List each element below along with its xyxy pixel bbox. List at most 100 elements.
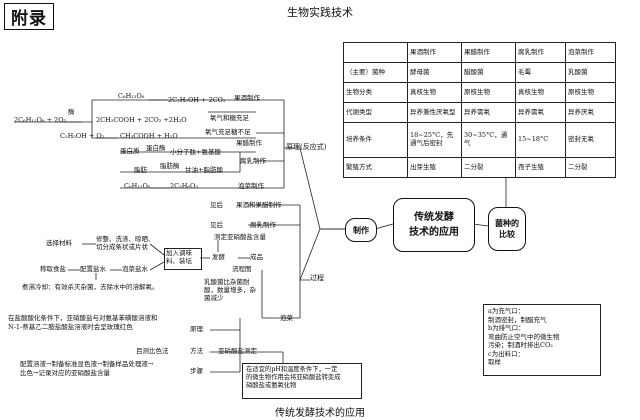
make-to-principle-line (284, 147, 345, 230)
table-cell: 繁殖方式 (343, 156, 408, 179)
table-row: 繁殖方式 出芽生殖 二分裂 孢子生殖 二分裂 (343, 156, 616, 179)
table-cell: 30~35°C，通气 (461, 122, 516, 158)
table-cell: 生物分类 (343, 82, 408, 104)
eq6-label: 泡菜制作 (238, 182, 264, 190)
table-header-cell: 果酒制作 (407, 41, 462, 64)
make-node: 制作 (345, 218, 377, 242)
port-b-desc-1: 弯曲防止空气中的微生物 (488, 332, 560, 341)
principle-label: 原理(反应式) (286, 143, 327, 151)
table-header-cell: 腐乳制作 (515, 41, 566, 64)
port-b-desc-2: 污染；制酒时排出CO₂ (488, 341, 553, 350)
prepare-brine: 配置盐水 (80, 265, 106, 273)
process-label: 过程 (310, 274, 324, 282)
table-cell: 真核生物 (515, 82, 566, 104)
central-topic-line2: 技术的应用 (409, 227, 459, 238)
table-cell: 二分裂 (565, 156, 616, 179)
add-seasoning-box (164, 248, 202, 270)
eq4-reactant: 蛋白质 (120, 147, 140, 155)
eq3-reactant: C₂H₅OH + O₂ (60, 132, 105, 140)
appendix-badge: 附录 (4, 3, 54, 30)
make-to-process-line (299, 228, 345, 281)
table-header-cell: 泡菜制作 (565, 41, 616, 64)
add-seasoning: 加入调味料、装坛 (166, 249, 192, 266)
table-row: 培养条件 18~25°C，先通气后密封 30~35°C，通气 15~18°C 密… (343, 122, 616, 158)
eq4-label: 腐乳制作 (240, 157, 266, 165)
nitrite-conversion-note: 在适宜的pH和温度条件下，一定 的微生物作用会将亚硝酸盐转变成 硝酸盐或氨氧化物 (242, 363, 362, 399)
nitrite-steps-text-1: 配置溶液→制备标准显色液→制备样品处理液→ (20, 360, 154, 368)
eq2-note: 氧气和糖充足 (210, 114, 249, 122)
table-cell: 真核生物 (407, 82, 462, 104)
eq4-enzyme: 蛋白酶 (146, 144, 166, 152)
nitrite-principle-text-1: 在盐酸酸化条件下，亚硝酸盐与对氨基苯磺酸溶液和 (8, 314, 158, 322)
table-cell: 原核生物 (461, 82, 516, 104)
port-c-desc: 取样 (488, 358, 501, 367)
strain-compare-line2: 比较 (499, 229, 515, 239)
boil-cool-note: 煮沸冷却：有效杀灭杂菌，去除水中的溶解氧。 (22, 283, 159, 291)
page-title: 生物实践技术 (287, 6, 353, 19)
nitrite-principle-label: 原理 (190, 325, 203, 333)
eq1-label: 果酒制作 (234, 94, 260, 102)
center-to-make-line (374, 223, 394, 230)
comparison-table: 果酒制作 果醋制作 腐乳制作 泡菜制作 （主要）菌种 酵母菌 醋酸菌 毛霉 乳酸… (343, 41, 616, 179)
table-header-cell: 果醋制作 (461, 41, 516, 64)
table-cell: 异养兼性厌氧型 (407, 102, 462, 124)
table-cell: （主要）菌种 (343, 62, 408, 84)
note-line-2: 的微生物作用会将亚硝酸盐转变成 (246, 374, 341, 382)
table-cell: 毛霉 (515, 62, 566, 84)
nitrite-principle-text-2: N-1-萘基乙二胺盐酸盐溶液时会呈玫瑰红色 (8, 323, 133, 331)
table-cell: 代谢类型 (343, 102, 408, 124)
eq3-label: 果醋制作 (236, 139, 262, 147)
eq2-product: 2CH₃COOH + 2CO₂ +2H₂O (96, 116, 187, 124)
table-row: （主要）菌种 酵母菌 醋酸菌 毛霉 乳酸菌 (343, 62, 616, 84)
flowchart-label: 流程图 (232, 265, 252, 273)
port-c-label: c为出料口： (488, 349, 525, 358)
lactic-acid-note: 乳酸菌比杂菌耐酸，数量增多，杂菌减少 (204, 278, 256, 303)
table-cell: 原核生物 (565, 82, 616, 104)
strain-compare-node: 菌种的 比较 (488, 207, 526, 251)
ferment-step: 发酵 (212, 253, 225, 261)
process-see-later-1: 见后 (210, 201, 223, 209)
process-wine-vinegar-label: 果酒和果醋制作 (236, 201, 282, 209)
eq5-enzyme: 脂肪酶 (160, 162, 180, 170)
table-cell: 醋酸菌 (461, 62, 516, 84)
strain-compare-line1: 菌种的 (495, 217, 519, 228)
port-b-label: b为排气口： (488, 324, 525, 333)
eq6-product: 2C₃H₆O₃ (170, 182, 198, 190)
nitrite-method-text: 目测比色法 (136, 347, 169, 355)
table-cell: 乳酸菌 (565, 62, 616, 84)
nitrite-steps-text-2: 比色→记录对应的亚硝酸盐含量 (20, 369, 110, 377)
process-sufu-label: 腐乳制作 (250, 221, 276, 229)
prep-steps: 修整、洗涤、晾晒、切分成条状或片状 (96, 235, 155, 252)
port-a-desc: 制酒密封，制醋充气 (488, 315, 547, 324)
note-line-3: 硝酸盐或氨氧化物 (246, 382, 297, 390)
eq2-reactant: 2C₆H₁₂O₆ + 2O₂ (14, 116, 67, 124)
port-a-label: a为充气口： (488, 307, 525, 315)
measure-nitrite: 测定亚硝酸盐含量 (214, 233, 266, 241)
weigh-salt: 称取食盐 (40, 265, 66, 273)
table-cell: 出芽生殖 (407, 156, 462, 179)
pickle-brine: 泡菜盐水 (122, 265, 148, 273)
note-line-1: 在适宜的pH和温度条件下，一定 (246, 366, 338, 373)
nitrite-method-label: 方法 (190, 347, 203, 355)
nitrite-steps-label: 步骤 (190, 367, 203, 375)
figure-caption: 传统发酵技术的应用 (275, 408, 365, 419)
eq2-enzyme: 酶 (68, 108, 75, 116)
table-cell: 异养需氧 (461, 102, 516, 124)
table-header-cell (343, 41, 408, 64)
eq1-product: 2C₂H₅OH + 2CO₂ (168, 96, 226, 104)
select-material: 选择材料 (46, 239, 72, 247)
table-cell: 异养需氧 (515, 102, 566, 124)
table-cell: 二分裂 (461, 156, 516, 179)
eq3-product: CH₃COOH + H₂O (120, 132, 178, 140)
eq1-reactant: C₆H₁₂O₆ (118, 92, 145, 100)
process-see-later-2: 见后 (210, 221, 223, 229)
table-cell: 密封无氧 (565, 122, 616, 158)
product-step: 成品 (250, 253, 263, 261)
pickle-label: 泡菜 (280, 314, 293, 322)
table-header-row: 果酒制作 果醋制作 腐乳制作 泡菜制作 (343, 41, 616, 64)
eq5-reactant: 脂肪 (134, 166, 147, 174)
table-cell: 15~18°C (515, 122, 566, 158)
table-cell: 培养条件 (343, 122, 408, 158)
table-cell: 异养厌氧 (565, 102, 616, 124)
